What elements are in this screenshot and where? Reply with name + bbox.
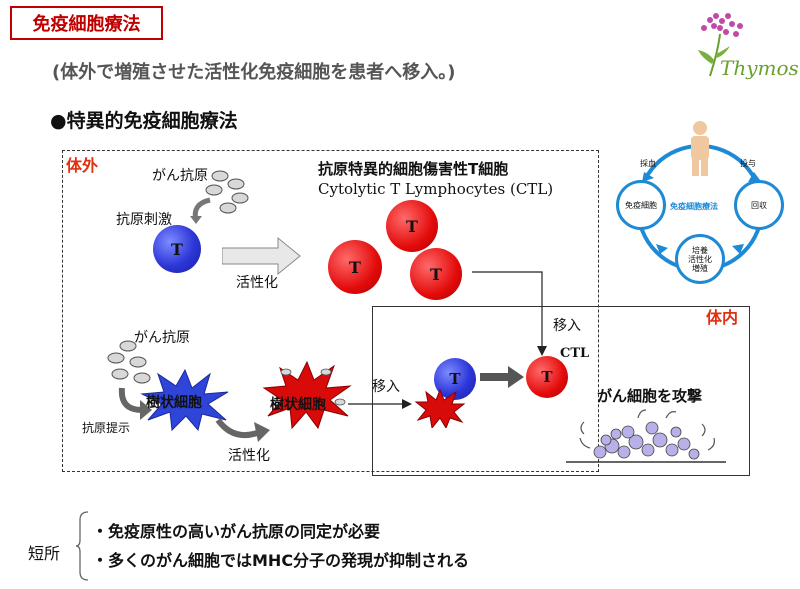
curved-arrow-icon (190, 197, 211, 224)
attack-label: がん細胞を攻撃 (597, 387, 703, 405)
activation-arrow-bottom-icon (215, 418, 270, 442)
inside-body-frame (372, 306, 750, 476)
person-icon (691, 121, 709, 176)
dendritic-cell-label-2: 樹状細胞 (270, 397, 326, 413)
activation-arrow-icon (222, 236, 301, 276)
cycle-node-right: 回収 (734, 180, 784, 230)
ctl-title-jp: 抗原特異的細胞傷害性T細胞 (318, 160, 509, 178)
transfer-label-mid: 移入 (372, 379, 400, 395)
drawbacks-label: 短所 (28, 544, 61, 563)
subtitle: (体外で増殖させた活性化免疫細胞を患者へ移入。) (52, 62, 456, 83)
dendritic-cell-2 (262, 360, 352, 430)
cycle-center-label: 免疫細胞療法 (670, 202, 718, 211)
ctl-cell-2: T (328, 240, 382, 294)
drawback-item-1: ・免疫原性の高いがん抗原の同定が必要 (92, 522, 381, 541)
antigen-label-bottom: がん抗原 (134, 330, 190, 346)
flower-icon (698, 13, 743, 77)
activation-arrow-body-icon (480, 366, 524, 388)
title-box: 免疫細胞療法 (10, 6, 163, 40)
inside-body-label: 体内 (706, 308, 739, 327)
brace-icon (76, 511, 89, 581)
cancer-cells-cluster (566, 409, 726, 463)
cycle-label-top-right: 投与 (740, 159, 756, 168)
dendritic-cell-small (414, 388, 466, 428)
ctl-cell-3: T (410, 248, 462, 300)
ctl-cell-1: T (386, 200, 438, 252)
therapy-cycle-diagram: 採血 投与 免疫細胞 回収 培養 活性化 増殖 免疫細胞療法 (610, 118, 790, 288)
antigen-presentation-label: 抗原提示 (82, 421, 131, 435)
activation-label-top: 活性化 (236, 275, 278, 291)
transfer-arrow-right (472, 271, 547, 356)
transfer-arrow-mid (348, 399, 412, 409)
cycle-node-bottom: 培養 活性化 増殖 (675, 234, 725, 284)
ctl-title-en: Cytolytic T Lymphocytes (CTL) (318, 180, 554, 198)
transfer-label-right: 移入 (553, 318, 581, 334)
antigen-particles-bottom (107, 340, 151, 384)
antigen-particles-top (205, 170, 249, 214)
cycle-node-left: 免疫細胞 (616, 180, 666, 230)
ctl-cell-body: T (526, 356, 568, 398)
naive-t-cell-top: T (153, 225, 201, 273)
curved-arrow-bottom-icon (118, 387, 152, 420)
ctl-short-label: CTL (560, 346, 590, 361)
cycle-label-top-left: 採血 (640, 159, 656, 168)
antigen-label-top: がん抗原 (152, 168, 208, 184)
logo-text: Thymos (720, 56, 799, 80)
activation-label-bottom: 活性化 (228, 448, 270, 464)
antigen-stimulation-label: 抗原刺激 (116, 212, 172, 228)
section-heading: ●特異的免疫細胞療法 (50, 110, 238, 132)
outside-body-label: 体外 (66, 156, 99, 175)
dendritic-cell-label-1: 樹状細胞 (146, 395, 202, 411)
drawback-item-2: ・多くのがん細胞ではMHC分子の発現が抑制される (92, 551, 470, 570)
outside-body-frame (62, 150, 599, 472)
dendritic-cell-1 (140, 368, 229, 432)
page-title: 免疫細胞療法 (32, 14, 141, 35)
thymos-logo: Thymos (690, 6, 799, 86)
